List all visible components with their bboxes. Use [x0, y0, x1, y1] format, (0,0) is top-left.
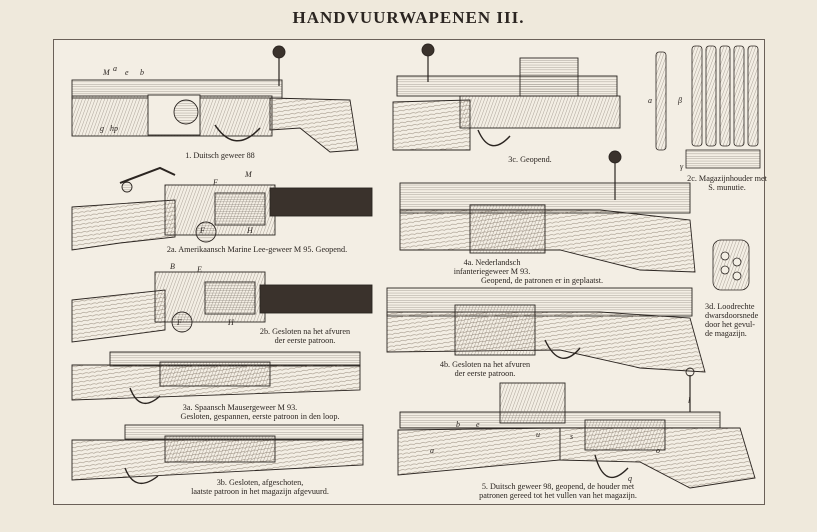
- figure-2a-rifle: [71, 166, 373, 251]
- caption-fig2b-line1: 2b. Gesloten na het afvuren: [259, 327, 351, 336]
- caption-fig3d-line4: de magazijn.: [705, 329, 747, 338]
- fig1-letter: b: [140, 68, 144, 77]
- caption-fig3b-line2: laatste patroon in het magazijn afgevuur…: [191, 487, 329, 496]
- figure-3a-rifle: [71, 351, 361, 405]
- fig2b-letter: B: [170, 262, 175, 271]
- fig2c-letter: a: [648, 96, 652, 105]
- fig2a-letter: M: [245, 170, 252, 179]
- caption-fig4a-line3: Geopend, de patronen er in geplaatst.: [480, 276, 604, 285]
- figure-2c-cartridges: [655, 45, 761, 169]
- caption-fig3d-line1: 3d. Loodrechte: [705, 302, 755, 311]
- fig1-letter: hp: [110, 124, 118, 133]
- page-title: HANDVUURWAPENEN III.: [292, 8, 525, 27]
- caption-fig3c: 3c. Geopend.: [508, 155, 552, 164]
- figure-5-rifle: [397, 367, 756, 489]
- fig2a-letter: F: [200, 226, 205, 235]
- fig5-letter: q: [628, 474, 632, 483]
- caption-fig2a: 2a. Amerikaansch Marine Lee-geweer M 95.…: [166, 245, 348, 254]
- caption-fig3b-line1: 3b. Gesloten, afgeschoten,: [216, 478, 304, 487]
- fig5-letter: l: [688, 396, 691, 405]
- caption-fig4b-line1: 4b. Gesloten na het afvuren: [439, 360, 531, 369]
- figure-4a-rifle: [399, 150, 696, 273]
- fig2b-letter: F: [177, 318, 182, 327]
- fig2c-letter: β: [678, 96, 682, 105]
- fig2a-letter: H: [247, 226, 253, 235]
- caption-fig4a-line2: infanteriegeweer M 93.: [453, 267, 531, 276]
- caption-fig4a-line1: 4a. Nederlandsch: [463, 258, 521, 267]
- fig5-letter: e: [476, 420, 480, 429]
- figure-3c-rifle: [392, 43, 621, 151]
- figure-1-rifle: [71, 45, 359, 153]
- fig1-letter: e: [125, 68, 129, 77]
- caption-fig1: 1. Duitsch geweer 88: [185, 151, 255, 160]
- figure-2b-rifle: [71, 271, 373, 343]
- fig2c-letter: γ: [680, 162, 684, 171]
- fig2b-letter: H: [228, 318, 234, 327]
- fig1-letter: M: [103, 68, 110, 77]
- caption-fig3d-line3: door het gevul-: [705, 320, 756, 329]
- figure-3d-cross-section: [712, 239, 750, 291]
- fig5-letter: o: [656, 446, 660, 455]
- caption-fig3a-line2: Gesloten, gespannen, eerste patroon in d…: [180, 412, 340, 421]
- caption-fig2c-line2: S. munutie.: [708, 183, 746, 192]
- caption-fig3d-line2: dwarsdoorsnede: [705, 311, 759, 320]
- caption-fig2c-line1: 2c. Magazijnhouder met: [687, 174, 767, 183]
- caption-fig3a-line1: 3a. Spaansch Mausergeweer M 93.: [182, 403, 298, 412]
- figure-3b-rifle: [71, 424, 364, 485]
- fig2a-letter: F: [213, 178, 218, 187]
- caption-fig4b-line2: der eerste patroon.: [454, 369, 516, 378]
- caption-fig2b-line2: der eerste patroon.: [274, 336, 336, 345]
- fig1-letter: a: [113, 64, 117, 73]
- fig5-letter: a: [430, 446, 434, 455]
- figure-4b-rifle: [386, 287, 706, 373]
- caption-fig5-line2: patronen gereed tot het vullen van het m…: [479, 491, 637, 500]
- fig5-letter: u: [536, 430, 540, 439]
- fig5-letter: s: [570, 432, 574, 441]
- fig2b-letter: E: [197, 265, 202, 274]
- caption-fig5-line1: 5. Duitsch geweer 98, geopend, de houder…: [481, 482, 635, 491]
- fig5-letter: b: [456, 420, 460, 429]
- fig1-letter: g: [100, 124, 104, 133]
